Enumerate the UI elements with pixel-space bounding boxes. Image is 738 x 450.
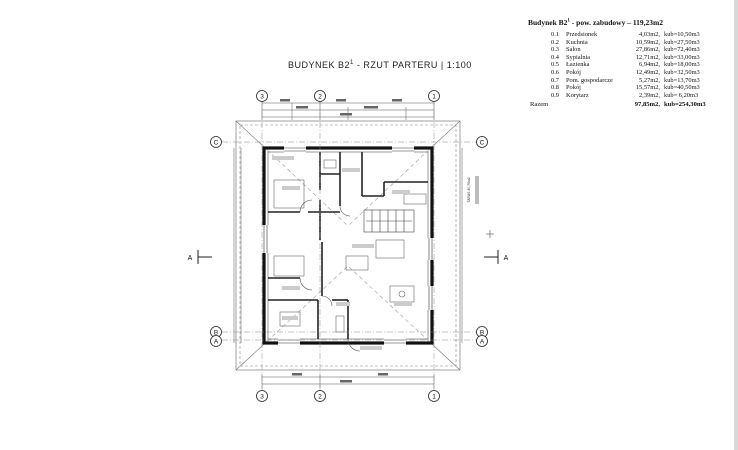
plan-title: BUDYNEK B21 - RZUT PARTERU | 1:100 (288, 60, 472, 70)
section-marker-right: A (504, 255, 509, 262)
axis-label-b-left: B (214, 330, 218, 337)
summary-title: Budynek B21 - pow. zabudowy – 119,23m2 (528, 18, 664, 27)
axis-label-2-bottom: 2 (318, 394, 322, 401)
room-summary-table: Budynek B21 - pow. zabudowy – 119,23m2 0… (520, 18, 734, 109)
compass-icon (486, 230, 494, 238)
axis-label-3-bottom: 3 (260, 394, 264, 401)
terrace-note: TARAS 40,75m2 (467, 177, 471, 202)
axis-label-c-right: C (480, 140, 485, 147)
axis-label-1-top: 1 (432, 94, 436, 101)
axis-label-c-left: C (214, 140, 219, 147)
axis-label-3-top: 3 (260, 94, 264, 101)
axis-label-a-left: A (214, 339, 219, 346)
axis-label-a-right: A (480, 339, 485, 346)
axis-label-b-right: B (480, 330, 484, 337)
axis-label-1-bottom: 1 (432, 394, 436, 401)
axis-label-2-top: 2 (318, 94, 322, 101)
section-marker-left: A (188, 255, 193, 262)
page-edge (734, 0, 738, 450)
